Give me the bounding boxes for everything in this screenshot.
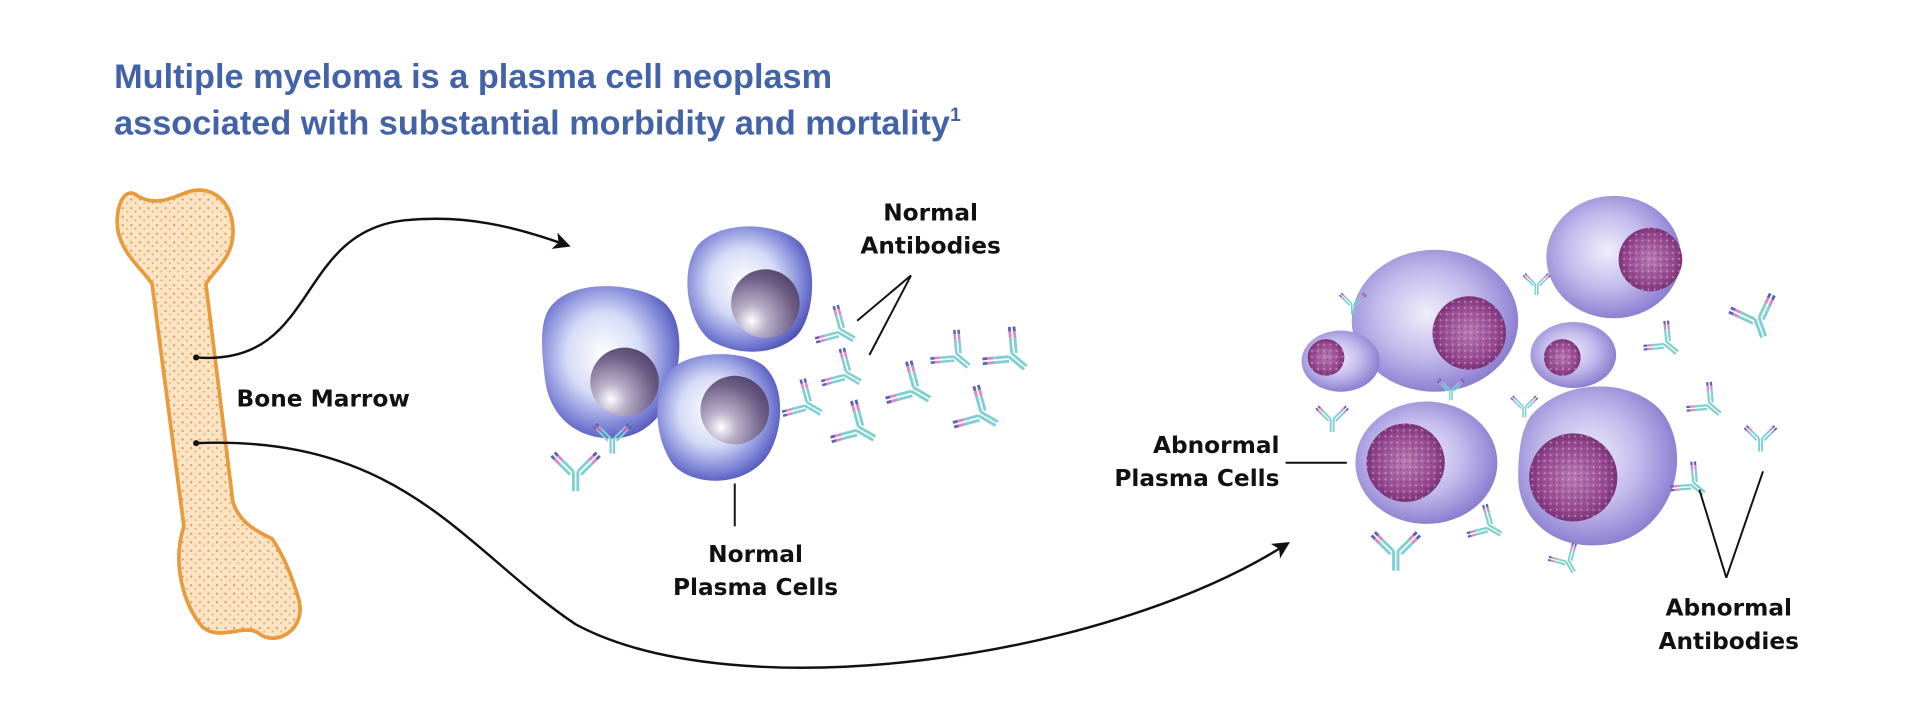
marrow-point — [193, 354, 200, 361]
normal-antibodies-label-2: Antibodies — [860, 232, 1000, 259]
normal-antibodies-label-1: Normal — [883, 199, 978, 226]
bone-illustration — [115, 188, 302, 641]
abnormal-antibodies-label-1: Abnormal — [1666, 595, 1793, 622]
marrow-point — [193, 440, 200, 447]
abnormal-antibodies-leader — [1698, 470, 1764, 579]
abnormal-plasma-cells-label-1: Abnormal — [1153, 432, 1280, 459]
arrow-to-normal-cells — [196, 217, 571, 360]
abnormal-plasma-cell — [1518, 386, 1678, 546]
abnormal-plasma-cell — [1530, 321, 1617, 389]
normal-antibodies-leader — [856, 274, 912, 356]
title-line-1: Multiple myeloma is a plasma cell neopla… — [114, 58, 832, 96]
normal-plasma-cells-label-1: Normal — [708, 541, 803, 568]
normal-plasma-cell — [542, 286, 680, 439]
abnormal-plasma-cell — [1546, 195, 1683, 319]
abnormal-plasma-cells-label-2: Plasma Cells — [1114, 465, 1279, 492]
normal-plasma-cell — [657, 354, 781, 481]
abnormal-antibodies-label-2: Antibodies — [1659, 628, 1799, 655]
abnormal-plasma-cell — [1355, 401, 1498, 524]
abnormal-plasma-cell — [1351, 249, 1519, 392]
bone-marrow-label: Bone Marrow — [237, 385, 410, 412]
abnormal-plasma-cell — [1301, 330, 1380, 392]
normal-plasma-cell — [687, 226, 813, 352]
arrow-to-abnormal-cells — [196, 441, 1290, 669]
title-line-2: associated with substantial morbidity an… — [114, 104, 961, 142]
normal-plasma-cells-label-2: Plasma Cells — [673, 574, 838, 601]
